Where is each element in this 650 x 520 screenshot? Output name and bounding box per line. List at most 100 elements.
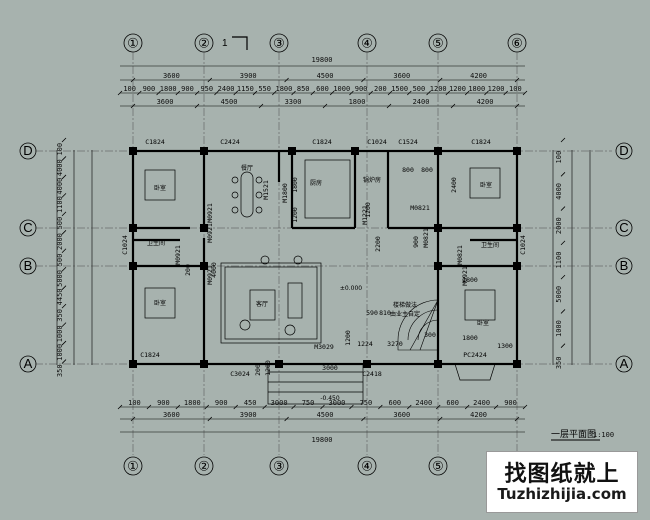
dimension-value: 2400 [413,98,430,106]
dim-tick [61,303,67,309]
dimension-value: 2400 [218,85,235,93]
dimension-value: 3900 [240,72,257,80]
axis-label: ② [198,36,210,51]
dimension-value: 200 [374,85,387,93]
dim-tick [117,404,123,410]
dim-tick [464,90,470,96]
dim-tick [233,404,238,410]
dimension-value: 3600 [393,411,410,419]
room-label-kitchen: 厨房 [310,179,322,187]
dimension-value: 2400 [415,399,432,407]
interior-dim: 1800 [291,177,299,193]
dimension-value: 900 [215,399,228,407]
dimension-value: 4500 [221,98,238,106]
dimension-value: 4500 [317,411,334,419]
room-labels: 卧室餐厅厨房锅炉房卧室卫生间卫生间客厅卧室卧室±0.000-0.450楼梯做法由… [147,164,499,402]
dim-tick [560,309,566,314]
interior-dim: 1200 [344,330,352,346]
dimension-value: 350 [555,357,563,370]
dim-tick [368,90,373,96]
dimension-value: 600 [316,85,329,93]
dimension-value: 1100 [555,252,563,269]
axis-label: A [620,356,629,371]
section-mark-text: 1 [222,38,228,49]
dim-tick [207,416,213,422]
dimension-lines [56,65,591,433]
watermark-en: Tuzhizhijia.com [497,485,627,503]
door-tag: M1521 [262,180,270,200]
beds [144,159,501,321]
axis-label: ⑤ [432,459,444,474]
axis-bubble [615,355,633,373]
walls [131,149,519,366]
axis-label: C [619,220,628,235]
dim-tick [61,211,67,217]
dimension-value: 900 [181,85,194,93]
dimension-value: 4500 [317,72,334,80]
axis-bubble [269,456,289,476]
interior-dim: 200 [184,264,192,276]
dimension-value: 4200 [470,411,487,419]
dim-tick [387,90,393,96]
dimension-value: 100 [128,399,141,407]
interior-dim: 810 [379,309,391,317]
dimension-value: 500 [413,85,426,93]
dimension-value: 1150 [237,85,254,93]
axis-label: B [620,258,629,273]
door-tag: M0821 [422,228,430,248]
door-tag: M0921 [206,265,214,285]
dimension-value: 1800 [468,85,485,93]
dimension-value: 900 [143,85,156,93]
outdoor-level: -0.450 [320,395,340,402]
dimension-value: 4000 [56,159,64,176]
dimension-value: 100 [555,151,563,164]
dimension-value: 1800 [275,85,292,93]
dim-tick [386,103,392,109]
dimension-value: 100 [56,143,64,156]
dim-tick [194,103,200,109]
interior-dim: 900 [412,236,420,248]
interior-dim: 1800 [462,334,478,342]
dim-tick [560,206,566,211]
dimension-value: 4000 [56,178,64,195]
axis-label: ⑤ [432,36,444,51]
interior-dim: 4000 [210,262,218,278]
window-tag: C1824 [140,351,160,359]
dim-tick [445,90,451,96]
dimension-value: 900 [157,399,170,407]
window-tag: C2418 [362,370,382,378]
dim-tick [560,343,566,348]
dim-tick [137,90,142,96]
dimension-value: 900 [355,85,368,93]
total-width-bottom: 19800 [311,436,332,444]
dimension-value: 550 [258,85,271,93]
dimension-value: 350 [56,309,64,322]
room-label-living: 客厅 [256,300,268,308]
dim-tick [61,156,67,161]
room-label-dining: 餐厅 [241,164,253,172]
room-label-bedroom_sw: 卧室 [154,299,166,307]
dimension-value: 3900 [240,411,257,419]
dimension-value: 600 [388,399,401,407]
entrance-porch [267,363,496,405]
dimension-value: 1200 [449,85,466,93]
dim-tick [378,404,383,410]
window-tag: C1024 [121,235,129,255]
dim-tick [194,90,200,96]
dimension-value: 3600 [393,72,410,80]
dim-tick [522,404,528,410]
dimension-value: 850 [297,85,310,93]
dim-tick [349,404,354,410]
axis-bubble [428,456,448,476]
window-tag: C1824 [312,138,332,146]
interior-dim: 3270 [387,340,403,348]
dim-tick [61,174,67,180]
dim-tick [322,103,328,109]
interior-dim: 3000 [322,364,338,372]
window-tag: PC2424 [463,351,487,359]
dim-tick [61,266,67,272]
dimension-value: 4200 [470,72,487,80]
